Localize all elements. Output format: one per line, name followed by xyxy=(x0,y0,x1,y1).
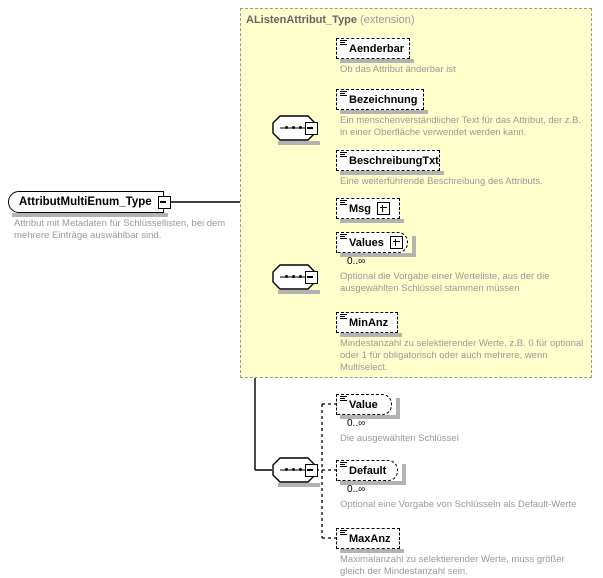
element-description: Optional die Vorgabe einer Werteliste, a… xyxy=(340,271,550,294)
element-shadow xyxy=(340,219,404,223)
element-lines-icon xyxy=(340,40,347,47)
element-box-maxanz[interactable]: MaxAnz xyxy=(336,528,400,549)
sequence-3-shadow xyxy=(278,483,320,487)
sequence-compositor-2[interactable] xyxy=(272,264,316,290)
element-label: MinAnz xyxy=(349,316,389,329)
element-lines-icon xyxy=(340,462,347,469)
extension-panel-title: AListenAttribut_Type (extension) xyxy=(246,14,415,26)
element-label: Msg xyxy=(349,202,371,215)
element-label: Bezeichnung xyxy=(349,93,418,106)
element-box-values[interactable]: Values xyxy=(336,232,408,253)
element-box-minanz[interactable]: MinAnz xyxy=(336,312,398,333)
element-cardinality: 0..∞ xyxy=(347,484,366,495)
root-box-shadow xyxy=(12,213,168,217)
root-collapse-minus-icon[interactable] xyxy=(158,196,171,209)
element-shadow-right xyxy=(412,236,416,257)
element-description: Eine weiterführende Beschreibung des Att… xyxy=(340,176,543,187)
element-box-bezeichnung[interactable]: Bezeichnung xyxy=(336,89,424,110)
element-shadow xyxy=(340,481,402,485)
sequence-line-icon xyxy=(280,127,308,129)
element-shadow xyxy=(340,415,396,419)
element-shadow-right xyxy=(396,398,400,419)
element-shadow xyxy=(340,253,412,257)
extension-panel xyxy=(240,8,592,378)
sequence-line-icon xyxy=(280,469,308,471)
element-shadow xyxy=(340,333,402,337)
element-lines-icon xyxy=(340,530,347,537)
element-label: Values xyxy=(349,236,384,249)
element-description: Die ausgewählten Schlüssel xyxy=(340,433,459,444)
element-box-msg[interactable]: Msg xyxy=(336,198,400,219)
element-label: Value xyxy=(349,398,378,411)
element-shadow-right xyxy=(402,464,406,485)
element-shadow xyxy=(340,110,428,114)
element-box-default[interactable]: Default xyxy=(336,460,398,481)
element-description: Optional eine Vorgabe von Schlüsseln als… xyxy=(340,499,577,510)
element-label: MaxAnz xyxy=(349,532,391,545)
element-lines-icon xyxy=(340,396,347,403)
extension-type-name: AListenAttribut_Type xyxy=(246,14,358,26)
element-description: Ein menschenverständlicher Text für das … xyxy=(340,115,582,138)
element-cardinality: 0..∞ xyxy=(347,418,366,429)
extension-qualifier: (extension) xyxy=(360,14,415,26)
element-shadow xyxy=(340,549,404,553)
sequence-1-collapse-minus-icon[interactable] xyxy=(305,122,318,135)
element-shadow xyxy=(340,59,414,63)
element-box-aenderbar[interactable]: Aenderbar xyxy=(336,38,410,59)
element-description: Mindestanzahl zu selektierender Werte, z… xyxy=(340,338,584,373)
element-lines-icon xyxy=(340,200,347,207)
element-label: Default xyxy=(349,464,387,477)
element-expand-plus-icon[interactable] xyxy=(377,202,390,215)
element-box-beschreibungtxt[interactable]: BeschreibungTxt xyxy=(336,150,440,171)
root-element-box[interactable]: AttributMultiEnum_Type xyxy=(8,191,164,213)
sequence-compositor-3[interactable] xyxy=(272,457,316,483)
element-description: Maximalanzahl zu selektierender Werte, m… xyxy=(340,554,565,577)
sequence-compositor-1[interactable] xyxy=(272,115,316,141)
element-box-value[interactable]: Value xyxy=(336,394,392,415)
root-element-label: AttributMultiEnum_Type xyxy=(19,196,152,208)
element-lines-icon xyxy=(340,234,347,241)
element-description: Ob das Attribut änderbar ist xyxy=(340,64,456,75)
element-label: Aenderbar xyxy=(349,42,405,55)
sequence-3-collapse-minus-icon[interactable] xyxy=(305,464,318,477)
element-shadow xyxy=(340,171,444,175)
sequence-1-shadow xyxy=(278,141,320,145)
sequence-line-icon xyxy=(280,276,308,278)
sequence-2-shadow xyxy=(278,290,320,294)
element-expand-plus-icon[interactable] xyxy=(389,236,403,249)
element-lines-icon xyxy=(340,314,347,321)
root-element-description: Attribut mit Metadaten für Schlüssellist… xyxy=(14,218,226,241)
element-lines-icon xyxy=(340,91,347,98)
sequence-2-collapse-minus-icon[interactable] xyxy=(305,271,318,284)
element-lines-icon xyxy=(340,152,347,159)
element-label: BeschreibungTxt xyxy=(349,154,439,167)
element-cardinality: 0..∞ xyxy=(347,256,366,267)
